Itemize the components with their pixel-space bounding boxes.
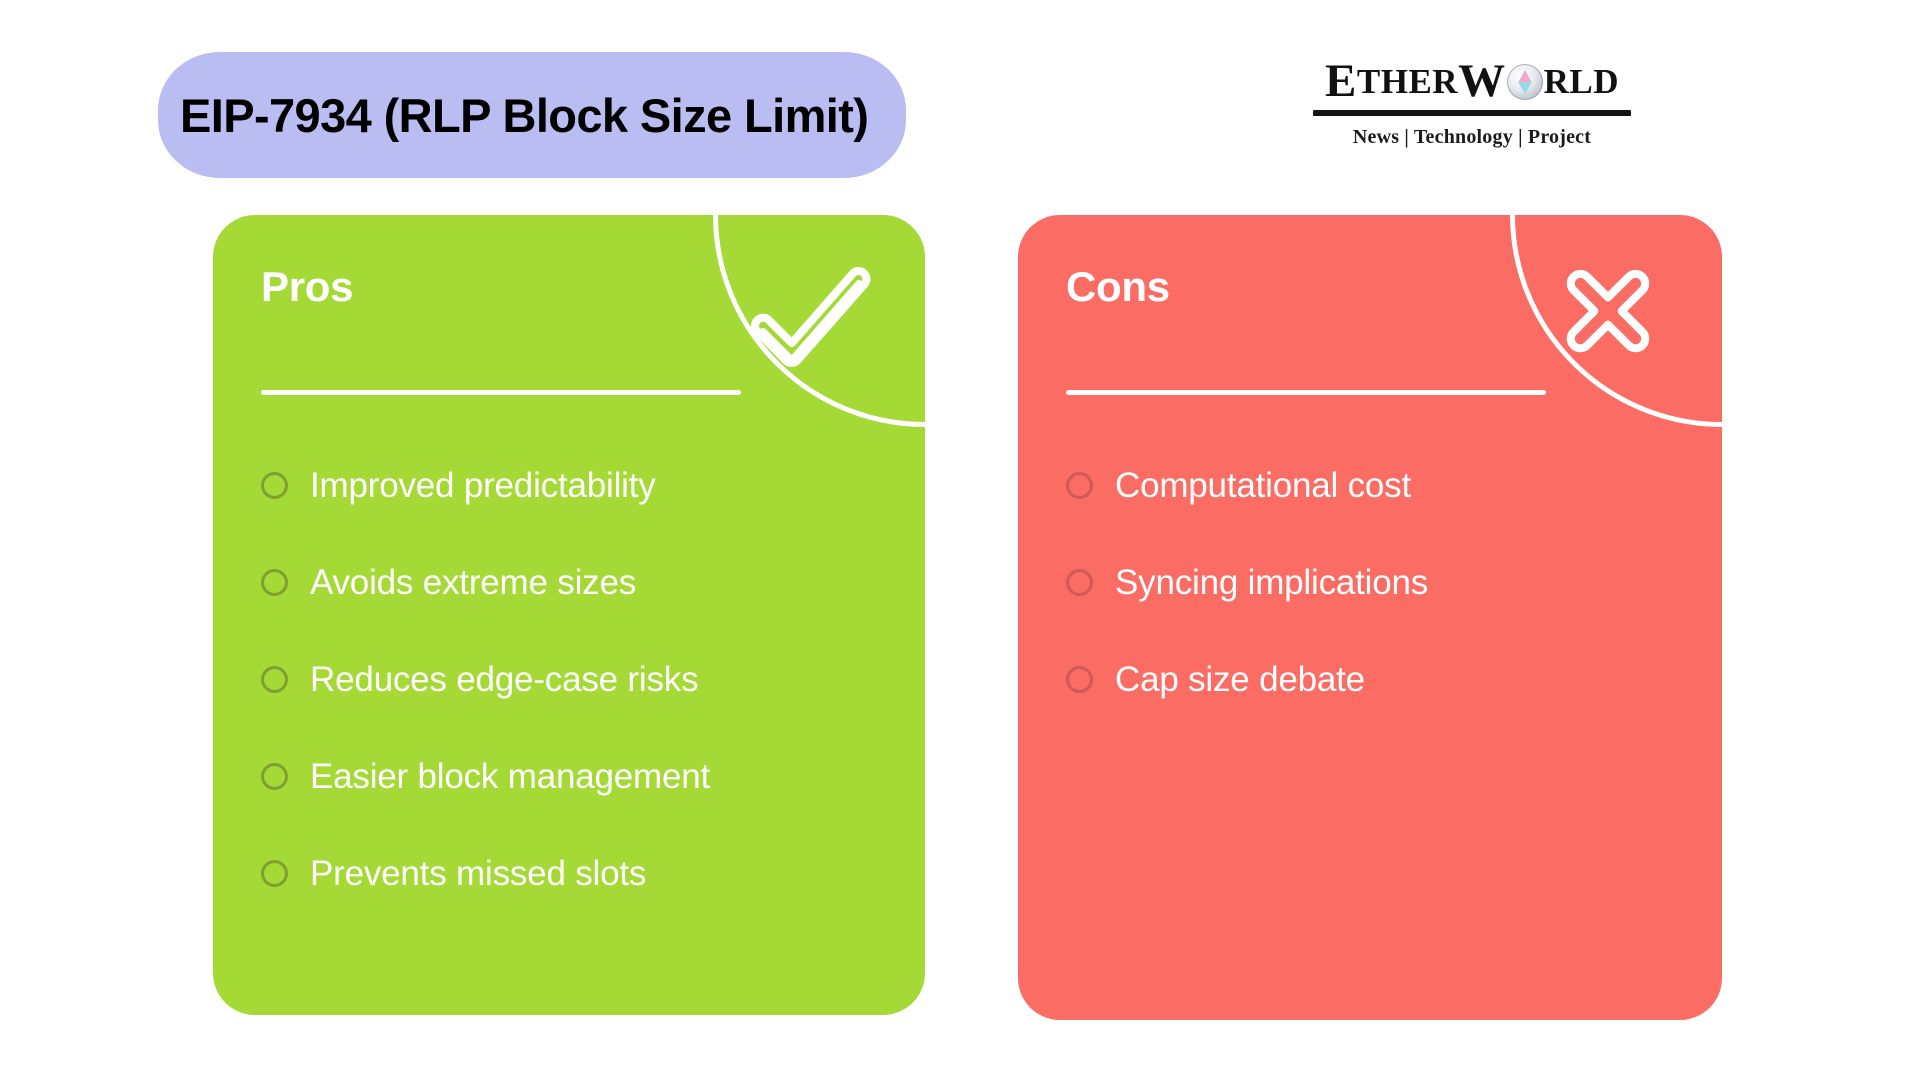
bullet-circle-icon [261, 472, 288, 499]
card-title: Cons [1066, 263, 1170, 310]
list-item: Prevents missed slots [261, 825, 895, 922]
logo-letters-ther: THER [1356, 62, 1459, 102]
ethereum-diamond-icon [1506, 63, 1543, 100]
list-item: Computational cost [1066, 437, 1692, 534]
card-title: Pros [261, 263, 354, 310]
cross-icon [1566, 269, 1650, 353]
list-item: Syncing implications [1066, 534, 1692, 631]
list-item: Reduces edge-case risks [261, 631, 895, 728]
bullet-circle-icon [261, 666, 288, 693]
list-item-label: Cap size debate [1115, 659, 1365, 699]
logo-letter-e: E [1325, 55, 1357, 107]
card-divider [261, 390, 741, 395]
bullet-circle-icon [1066, 569, 1093, 596]
cons-card: Cons Computational cost Syncing implicat… [1018, 215, 1722, 1020]
logo-letter-w: W [1458, 55, 1506, 107]
list-item-label: Easier block management [310, 756, 711, 796]
pros-card: Pros Improved predictability Avoids extr… [213, 215, 925, 1015]
check-icon [751, 267, 871, 367]
logo-letters-rld: RLD [1543, 62, 1619, 102]
list-item: Improved predictability [261, 437, 895, 534]
slide-title-pill: EIP-7934 (RLP Block Size Limit) [158, 52, 906, 178]
list-item-label: Improved predictability [310, 465, 656, 505]
list-item: Avoids extreme sizes [261, 534, 895, 631]
list-item-label: Computational cost [1115, 465, 1412, 505]
list-item-label: Syncing implications [1115, 562, 1429, 602]
bullet-circle-icon [261, 569, 288, 596]
list-item-label: Reduces edge-case risks [310, 659, 699, 699]
bullet-circle-icon [1066, 472, 1093, 499]
bullet-circle-icon [1066, 666, 1093, 693]
pros-list: Improved predictability Avoids extreme s… [261, 437, 895, 922]
list-item: Cap size debate [1066, 631, 1692, 728]
logo-underline-rule [1313, 109, 1631, 116]
cons-list: Computational cost Syncing implications … [1066, 437, 1692, 728]
bullet-circle-icon [261, 860, 288, 887]
logo-tagline: News | Technology | Project [1352, 125, 1592, 148]
list-item: Easier block management [261, 728, 895, 825]
list-item-label: Avoids extreme sizes [310, 562, 637, 602]
list-item-label: Prevents missed slots [310, 853, 647, 893]
bullet-circle-icon [261, 763, 288, 790]
card-divider [1066, 390, 1546, 395]
page-title: EIP-7934 (RLP Block Size Limit) [180, 88, 869, 142]
